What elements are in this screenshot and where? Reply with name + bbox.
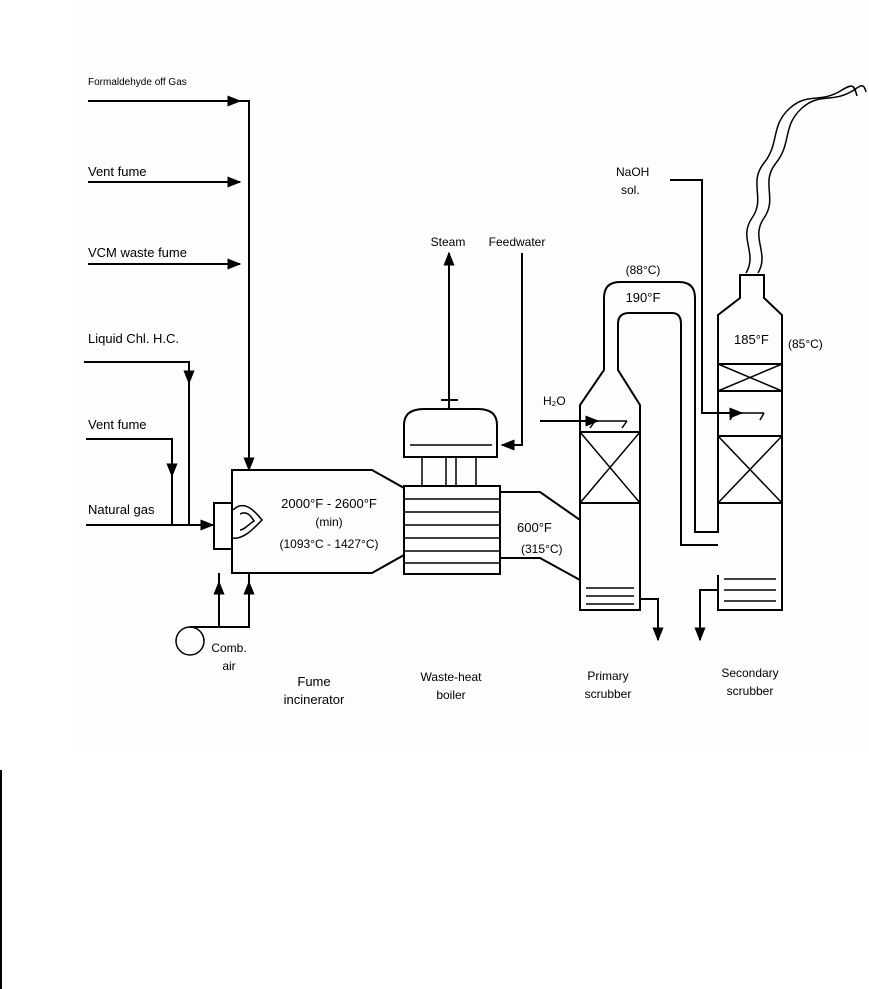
crossover-temp-f: 190°F [626, 290, 661, 305]
fan-duct-2 [219, 573, 249, 627]
boiler-outlet-temp-c: (315°C) [521, 542, 562, 556]
secondary-label-2: scrubber [727, 684, 774, 698]
main-header-line [88, 101, 249, 470]
liquid-chl-line [84, 362, 189, 525]
steam-drum [404, 409, 497, 457]
burner [214, 503, 232, 549]
naoh-label-1: NaOH [616, 165, 649, 179]
steam-label: Steam [431, 235, 466, 249]
fan-icon [176, 627, 204, 655]
secondary-scrubber [670, 180, 782, 640]
formaldehyde-label: Formaldehyde off Gas [88, 77, 187, 88]
primary-label-1: Primary [587, 669, 628, 683]
downcomers [422, 457, 476, 486]
exhaust-plume [758, 86, 866, 273]
crossover-temp-c: (88°C) [626, 263, 661, 277]
waste-heat-boiler [404, 253, 522, 574]
secondary-temp-f: 185°F [734, 332, 769, 347]
liquid-chl-label: Liquid Chl. H.C. [88, 331, 179, 346]
secondary-label-1: Secondary [721, 666, 778, 680]
exhaust-plume [746, 86, 857, 273]
steam-nozzle [441, 400, 458, 409]
incinerator-min: (min) [315, 515, 342, 529]
primary-drain-arrow [640, 599, 658, 640]
vcm-fume-label: VCM waste fume [88, 245, 187, 260]
spray-nozzles [730, 413, 764, 420]
natural-gas-label: Natural gas [88, 502, 155, 517]
comb-air-label-1: Comb. [211, 641, 246, 655]
comb-air-label-2: air [222, 659, 235, 673]
fume-incinerator [214, 470, 404, 573]
fan-duct [190, 573, 219, 627]
vent-fume-2-label: Vent fume [88, 417, 147, 432]
secondary-drain-arrow [700, 590, 718, 640]
feedwater-label: Feedwater [489, 235, 546, 249]
duct-lower [500, 558, 580, 580]
incinerator-temp-f: 2000°F - 2600°F [281, 496, 377, 511]
flame-inner-icon [240, 513, 254, 530]
h2o-label: H₂O [543, 394, 566, 408]
primary-label-2: scrubber [585, 687, 632, 701]
boiler-outlet-temp-f: 600°F [517, 520, 552, 535]
spray-nozzles [590, 421, 627, 428]
naoh-label-2: sol. [621, 183, 640, 197]
boiler-label-1: Waste-heat [421, 670, 483, 684]
feedwater-line [502, 253, 522, 445]
duct-upper [500, 492, 580, 520]
vent-fume-label: Vent fume [88, 164, 147, 179]
secondary-temp-c: (85°C) [788, 337, 823, 351]
incinerator-temp-c: (1093°C - 1427°C) [280, 537, 379, 551]
primary-scrubber [540, 282, 718, 640]
flame-icon [233, 506, 262, 539]
boiler-label-2: boiler [436, 688, 465, 702]
incinerator-label-2: incinerator [284, 692, 345, 707]
primary-sump [580, 503, 640, 610]
incinerator-label-1: Fume [297, 674, 330, 689]
